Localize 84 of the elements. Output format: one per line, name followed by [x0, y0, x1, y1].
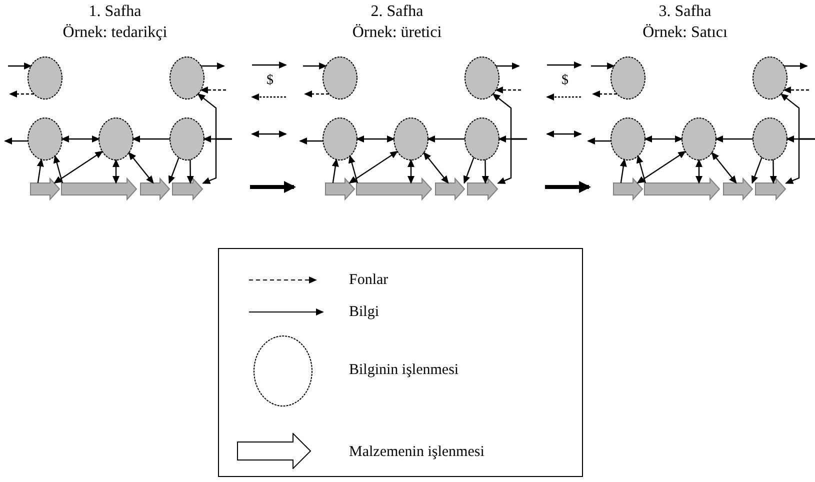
arrow	[348, 150, 398, 184]
process-circle	[322, 56, 358, 100]
arrow	[636, 155, 646, 184]
process-circle	[393, 117, 429, 161]
arrow	[348, 155, 358, 184]
stage-title: 3. Safha	[658, 4, 712, 20]
legend-label: Malzemenin işlenmesi	[349, 445, 484, 460]
material-processing-block	[613, 178, 643, 200]
currency-label: $	[562, 74, 568, 88]
arrow	[482, 160, 489, 184]
arrow	[202, 138, 232, 184]
arrow	[644, 136, 683, 142]
material-processing-block	[467, 178, 498, 200]
dashed-arrow	[200, 86, 226, 94]
arrow	[587, 138, 612, 144]
legend-label: Bilginin işlenmesi	[349, 363, 459, 378]
material-processing-block	[140, 178, 170, 200]
material-processing-block	[644, 178, 720, 200]
arrow	[200, 62, 225, 70]
process-circle	[27, 56, 63, 100]
stage-example: Örnek: Satıcı	[642, 25, 728, 41]
legend-label: Bilgi	[349, 305, 380, 320]
dashed-arrow	[304, 90, 329, 98]
process-circle	[27, 117, 63, 161]
material-processing-block	[30, 178, 60, 200]
currency-label: $	[266, 74, 274, 88]
arrow	[36, 158, 44, 184]
process-circle	[98, 117, 134, 161]
legend-label: Fonlar	[349, 273, 388, 288]
stage-title: 2. Safha	[370, 4, 424, 20]
arrow	[299, 138, 324, 144]
arrow	[61, 136, 100, 142]
arrow	[711, 152, 737, 184]
arrow	[54, 150, 104, 184]
dashed-arrow	[494, 86, 521, 94]
arrow	[496, 62, 520, 70]
arrow	[463, 157, 474, 184]
arrow	[186, 160, 194, 184]
material-processing-block	[435, 178, 465, 200]
arrow	[8, 62, 32, 70]
process-circle	[322, 117, 358, 161]
material-processing-block	[172, 178, 203, 200]
arrow	[168, 157, 180, 184]
stage-example: Örnek: üretici	[352, 25, 442, 41]
arrow	[591, 62, 616, 70]
arrow	[132, 136, 170, 142]
process-circle	[169, 56, 205, 100]
process-circle	[610, 117, 646, 161]
material-processing-block	[325, 178, 355, 200]
material-processing-block	[61, 178, 137, 200]
process-circle	[752, 117, 788, 161]
process-circle	[752, 56, 788, 100]
dashed-arrow	[782, 86, 809, 94]
arrow	[784, 62, 808, 70]
arrow	[332, 158, 339, 184]
process-circle	[681, 117, 717, 161]
process-circle	[464, 117, 500, 161]
arrow	[636, 150, 686, 184]
arrow	[497, 138, 527, 184]
stage-example: Örnek: tedarikçi	[62, 25, 168, 41]
dashed-arrow	[9, 90, 34, 98]
dashed-arrow	[592, 90, 617, 98]
process-circle	[169, 117, 205, 161]
process-circle	[464, 56, 500, 100]
arrow	[696, 159, 702, 184]
arrow	[128, 152, 154, 184]
arrow	[715, 136, 753, 142]
arrow	[423, 152, 449, 184]
arrow	[427, 136, 465, 142]
material-processing-block	[755, 178, 786, 200]
arrow	[112, 159, 120, 184]
arrow	[303, 62, 328, 70]
process-circle	[610, 56, 646, 100]
stage-title: 1. Safha	[88, 4, 142, 20]
arrow	[356, 136, 395, 142]
arrow	[751, 157, 762, 184]
arrow	[785, 138, 815, 184]
material-processing-block	[356, 178, 432, 200]
arrow	[408, 159, 414, 184]
arrow	[620, 158, 627, 184]
arrow	[770, 160, 777, 184]
arrow	[4, 138, 28, 144]
arrow	[53, 155, 64, 184]
material-processing-block	[723, 178, 753, 200]
